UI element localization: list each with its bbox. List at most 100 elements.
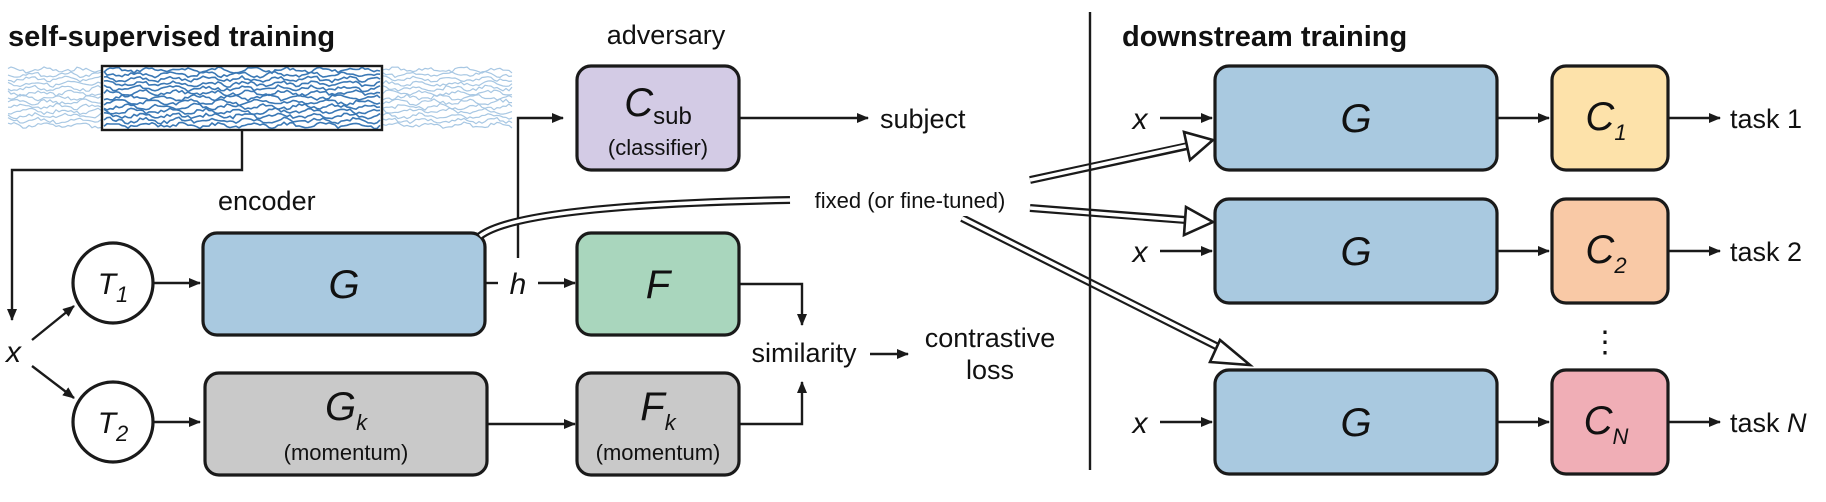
eeg-trace bbox=[382, 102, 513, 111]
eeg-trace bbox=[382, 66, 513, 74]
eeg-trace bbox=[7, 84, 102, 92]
transfer-to-row2-head bbox=[1182, 204, 1216, 238]
downstream-classifier-box bbox=[1550, 368, 1670, 476]
eeg-trace bbox=[7, 98, 102, 106]
eeg-trace bbox=[7, 93, 102, 102]
eeg-trace bbox=[7, 112, 102, 120]
downstream-encoder-g-label: G bbox=[1340, 97, 1371, 141]
eeg-trace bbox=[382, 75, 513, 83]
eeg-trace bbox=[103, 84, 381, 93]
downstream-encoder-g-box bbox=[1213, 368, 1499, 476]
downstream-row: x G CN task N bbox=[1131, 368, 1807, 476]
similarity-label: similarity bbox=[752, 338, 857, 368]
eeg-trace bbox=[7, 102, 102, 111]
eeg-trace bbox=[103, 66, 381, 75]
downstream-encoder-g-box bbox=[1213, 64, 1499, 172]
adversary-label: adversary bbox=[607, 20, 726, 50]
eeg-trace bbox=[7, 66, 102, 74]
f-to-similarity-arrow bbox=[740, 282, 807, 326]
eeg-trace bbox=[103, 70, 381, 79]
t1-label: T1 bbox=[98, 268, 129, 307]
heading-self-supervised: self-supervised training bbox=[8, 21, 335, 53]
contrastive-loss-label-line2: loss bbox=[966, 355, 1014, 385]
gk-label: Gk bbox=[325, 385, 368, 435]
x-to-t2-arrow bbox=[31, 365, 75, 399]
eeg-trace bbox=[103, 79, 381, 88]
transfer-to-row3-head bbox=[1208, 337, 1254, 367]
eeg-trace bbox=[382, 84, 513, 92]
encoder-label: encoder bbox=[218, 186, 316, 216]
eeg-trace bbox=[103, 98, 381, 107]
transfer-to-row2-inner bbox=[1029, 206, 1185, 222]
downstream-task-label: task 1 bbox=[1730, 104, 1802, 134]
downstream-row: x G C1 task 1 bbox=[1131, 64, 1802, 172]
csub-classifier-note: (classifier) bbox=[608, 135, 708, 160]
eeg-trace bbox=[103, 116, 381, 125]
eeg-trace bbox=[382, 79, 513, 87]
downstream-classifier-label: CN bbox=[1584, 399, 1629, 449]
eeg-trace bbox=[103, 121, 381, 130]
input-x-label: x bbox=[4, 336, 22, 369]
downstream-classifier-label: C1 bbox=[1585, 95, 1626, 145]
momentum-projector-fk-box bbox=[575, 371, 741, 477]
eeg-trace bbox=[7, 89, 102, 98]
encoder-g-box bbox=[201, 231, 487, 337]
eeg-trace bbox=[382, 107, 513, 115]
downstream-input-x: x bbox=[1131, 103, 1149, 136]
eeg-trace bbox=[382, 93, 513, 101]
transfer-to-row1-inner bbox=[1029, 144, 1187, 182]
eeg-trace bbox=[382, 89, 513, 97]
eeg-signal-plot bbox=[7, 66, 513, 130]
downstream-task-label: task 2 bbox=[1730, 237, 1802, 267]
eeg-trace bbox=[7, 116, 102, 125]
fk-label: Fk bbox=[640, 385, 676, 435]
downstream-input-x: x bbox=[1131, 407, 1149, 440]
fk-to-similarity-arrow bbox=[740, 381, 807, 426]
transfer-to-row1-head bbox=[1182, 130, 1216, 163]
momentum-encoder-gk-box bbox=[203, 371, 489, 477]
transfer-line-inner bbox=[478, 198, 791, 238]
downstream-input-x: x bbox=[1131, 236, 1149, 269]
downstream-classifier-box bbox=[1550, 197, 1670, 305]
gk-momentum-note: (momentum) bbox=[284, 440, 409, 465]
eeg-trace bbox=[7, 71, 102, 79]
eeg-trace bbox=[7, 107, 102, 116]
h-to-adversary-arrow bbox=[516, 113, 564, 258]
encoder-g-label: G bbox=[328, 263, 359, 307]
eeg-trace bbox=[7, 121, 102, 129]
eeg-trace bbox=[7, 75, 102, 84]
fixed-or-finetuned-label: fixed (or fine-tuned) bbox=[815, 188, 1006, 213]
eeg-trace bbox=[103, 102, 381, 111]
eeg-trace bbox=[103, 75, 381, 84]
representation-h-label: h bbox=[510, 268, 527, 301]
downstream-task-label: task N bbox=[1730, 408, 1807, 438]
downstream-classifier-label: C2 bbox=[1585, 228, 1626, 278]
adversary-csub-box bbox=[575, 64, 741, 172]
downstream-encoder-g-label: G bbox=[1340, 401, 1371, 445]
transfer-to-row3-inner bbox=[961, 216, 1227, 353]
eeg-trace bbox=[382, 98, 513, 107]
eeg-trace bbox=[7, 80, 102, 88]
eeg-trace bbox=[103, 107, 381, 116]
downstream-encoder-g-box bbox=[1213, 197, 1499, 305]
downstream-classifier-box bbox=[1550, 64, 1670, 172]
eeg-trace bbox=[382, 121, 513, 129]
fixed-label-background bbox=[795, 182, 1027, 216]
projector-f-label: F bbox=[646, 263, 673, 307]
csub-label: Csub bbox=[624, 81, 692, 130]
x-to-t1-arrow bbox=[31, 305, 75, 341]
fk-momentum-note: (momentum) bbox=[596, 440, 721, 465]
projector-f-box bbox=[575, 231, 741, 337]
eeg-trace bbox=[382, 70, 513, 79]
subject-label: subject bbox=[880, 104, 966, 134]
signal-to-x-arrow bbox=[7, 130, 244, 321]
eeg-trace bbox=[103, 88, 381, 98]
eeg-trace bbox=[382, 116, 513, 125]
rows-ellipsis: ⋮ bbox=[1590, 326, 1620, 359]
eeg-trace bbox=[103, 111, 381, 120]
t2-label: T2 bbox=[98, 407, 129, 446]
eeg-trace bbox=[103, 93, 381, 102]
